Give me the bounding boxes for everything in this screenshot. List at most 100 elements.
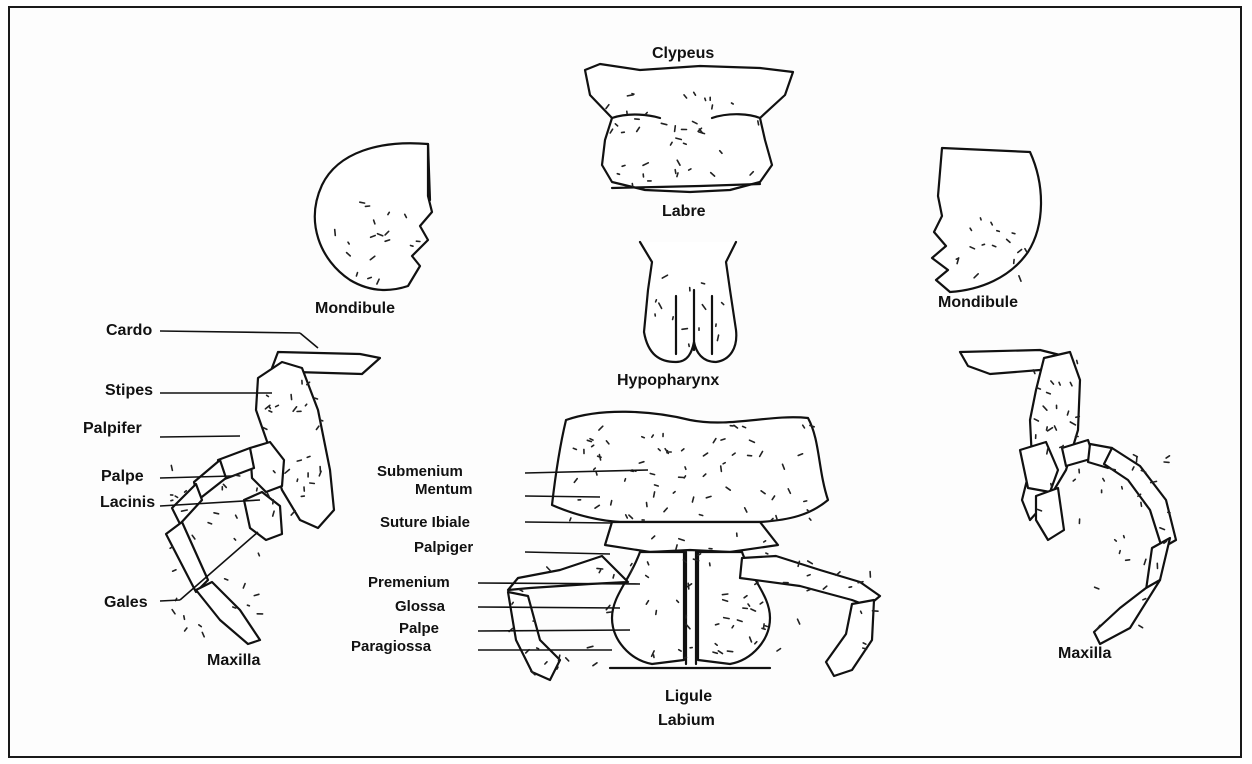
stipple-mark	[654, 492, 655, 497]
label-palpiger: Palpiger	[414, 539, 473, 557]
stipple-mark	[234, 475, 239, 476]
stipple-mark	[225, 579, 228, 580]
stipple-mark	[1047, 449, 1048, 454]
clypeus-labre-drawing	[585, 64, 793, 192]
stipple-mark	[807, 575, 810, 576]
stipple-mark	[1076, 417, 1080, 418]
stipple-mark	[335, 230, 336, 236]
stipple-mark	[315, 398, 318, 399]
stipple-mark	[863, 648, 867, 649]
stipple-mark	[685, 467, 686, 469]
stipple-mark	[1073, 479, 1075, 481]
stipple-mark	[980, 218, 981, 220]
stipple-mark	[758, 121, 759, 125]
stipple-mark	[625, 479, 626, 481]
stipple-mark	[1139, 625, 1143, 627]
left-maxilla-drawing	[166, 352, 380, 644]
stipple-mark	[721, 466, 722, 471]
label-mentum: Mentum	[415, 481, 473, 499]
stipple-mark	[613, 575, 614, 578]
stipple-mark	[1110, 469, 1115, 470]
stipple-mark	[175, 496, 177, 497]
stipple-mark	[699, 515, 702, 516]
label-maxilla-right: Maxilla	[1058, 645, 1111, 663]
stipple-mark	[1059, 382, 1060, 385]
stipple-mark	[648, 562, 649, 565]
label-mondibule-left: Mondibule	[315, 300, 395, 318]
stipple-mark	[1062, 446, 1063, 449]
label-stipes: Stipes	[105, 382, 153, 400]
stipple-mark	[1115, 540, 1117, 541]
stipple-mark	[199, 625, 202, 627]
stipple-mark	[537, 648, 539, 649]
stipple-mark	[632, 184, 633, 187]
stipple-mark	[1144, 559, 1146, 564]
stipple-mark	[689, 169, 691, 170]
stipple-mark	[611, 501, 612, 505]
stipple-mark	[764, 624, 765, 628]
label-maxilla-left: Maxilla	[207, 652, 260, 670]
stipple-mark	[702, 283, 705, 284]
stipple-mark	[722, 594, 727, 595]
stipple-mark	[684, 476, 685, 478]
stipple-mark	[684, 657, 686, 658]
stipple-mark	[858, 582, 863, 583]
stipple-mark	[1103, 479, 1105, 482]
stipple-mark	[305, 404, 306, 406]
label-palpifer: Palpifer	[83, 420, 142, 438]
stipple-mark	[688, 583, 689, 589]
label-palpe-maxilla: Palpe	[101, 468, 144, 486]
stipple-mark	[689, 344, 690, 346]
stipple-mark	[173, 570, 176, 571]
stipple-mark	[223, 484, 226, 487]
stipple-mark	[1119, 551, 1120, 554]
label-glossa: Glossa	[395, 598, 445, 616]
stipple-mark	[712, 105, 713, 109]
stipple-mark	[724, 618, 729, 619]
stipple-mark	[777, 649, 781, 651]
label-hypopharynx: Hypopharynx	[617, 372, 719, 390]
stipple-mark	[1166, 456, 1169, 458]
stipple-mark	[257, 488, 258, 491]
stipple-mark	[202, 632, 204, 636]
stipple-mark	[656, 300, 657, 302]
stipple-mark	[1019, 276, 1021, 281]
stipple-mark	[732, 103, 734, 104]
stipple-mark	[512, 602, 513, 604]
stipple-mark	[570, 518, 571, 521]
stipple-mark	[185, 628, 187, 631]
label-gales: Gales	[104, 594, 148, 612]
stipple-mark	[1141, 502, 1142, 506]
stipple-mark	[307, 456, 310, 457]
stipple-mark	[1143, 599, 1146, 600]
stipple-mark	[594, 468, 596, 470]
stipple-mark	[809, 518, 811, 520]
stipple-mark	[1047, 427, 1048, 430]
stipple-mark	[656, 611, 657, 615]
stipple-mark	[607, 612, 611, 613]
stipple-mark	[184, 616, 185, 620]
label-ligule: Ligule	[665, 688, 712, 706]
stipple-mark	[1095, 587, 1099, 589]
stipple-mark	[716, 624, 719, 625]
label-clypeus: Clypeus	[652, 45, 714, 63]
label-cardo: Cardo	[106, 322, 152, 340]
stipple-mark	[297, 460, 301, 461]
stipple-mark	[192, 535, 195, 539]
stipple-mark	[723, 463, 725, 464]
stipple-mark	[573, 448, 576, 449]
stipple-mark	[808, 561, 813, 564]
label-labre: Labre	[662, 203, 706, 221]
stipple-mark	[171, 465, 172, 470]
stipple-mark	[234, 539, 235, 541]
label-palpe-labium: Palpe	[399, 620, 439, 638]
stipple-mark	[705, 98, 706, 100]
label-premenium: Premenium	[368, 574, 450, 592]
stipple-mark	[682, 329, 687, 330]
stipple-mark	[684, 143, 687, 144]
label-mondibule-right: Mondibule	[938, 294, 1018, 312]
stipple-mark	[360, 202, 365, 203]
stipple-mark	[208, 523, 212, 524]
stipple-mark	[566, 658, 569, 661]
stipple-mark	[798, 619, 800, 624]
